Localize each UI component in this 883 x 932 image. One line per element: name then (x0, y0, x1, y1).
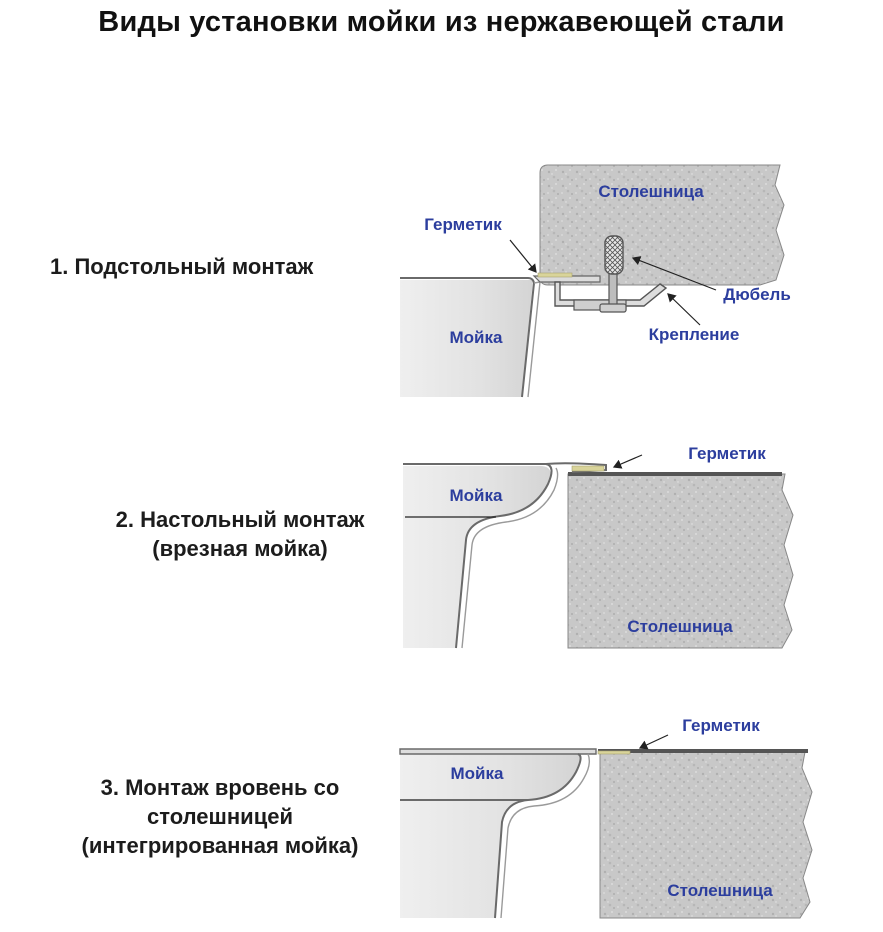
sink-label-1: Мойка (450, 328, 504, 347)
sink-wall-1 (400, 277, 536, 398)
method-3-label: 3. Монтаж вровень со столешницей (интегр… (40, 773, 400, 860)
method-2-line-1: 2. Настольный монтаж (115, 507, 365, 532)
countertop-label-2: Столешница (627, 617, 733, 636)
method-3-diagram: Герметик Мойка Столешница (399, 716, 813, 919)
countertop-2 (567, 473, 794, 649)
sink-wall-2 (455, 463, 553, 649)
method-1-label: 1. Подстольный монтаж (50, 252, 380, 281)
sink-label-2: Мойка (450, 486, 504, 505)
method-2-line-2: (врезная мойка) (152, 536, 328, 561)
sink-label-3: Мойка (451, 764, 505, 783)
dowel-1 (604, 235, 624, 275)
page-title: Виды установки мойки из нержавеющей стал… (98, 6, 785, 38)
method-3-line-2: столешницей (147, 804, 293, 829)
method-1-diagram: Столешница Герметик Мойка Дюбель Креплен… (400, 164, 791, 398)
sealant-3 (597, 750, 631, 755)
countertop-label-1: Столешница (598, 182, 704, 201)
method-2-diagram: Герметик Мойка Столешница (403, 444, 794, 649)
sink-body-1 (400, 280, 533, 397)
method-3-line-3: (интегрированная мойка) (81, 833, 359, 858)
sealant-label-3: Герметик (682, 716, 760, 735)
sealant-label-2: Герметик (688, 444, 766, 463)
sealant-2 (571, 465, 605, 472)
sealant-label-1: Герметик (424, 215, 502, 234)
fastener-label-1: Крепление (649, 325, 740, 344)
sealant-1 (537, 272, 573, 278)
method-1-line-1: 1. Подстольный монтаж (50, 254, 314, 279)
countertop-label-3: Столешница (667, 881, 773, 900)
method-2-label: 2. Настольный монтаж (врезная мойка) (75, 505, 405, 563)
sink-flange-1 (532, 275, 601, 283)
sink-body-3 (400, 752, 580, 918)
countertop-3 (599, 751, 813, 919)
sink-body-2 (403, 466, 551, 648)
dowel-label-1: Дюбель (723, 285, 791, 304)
method-3-line-1: 3. Монтаж вровень со (100, 775, 340, 800)
sink-flange-3 (399, 748, 597, 755)
